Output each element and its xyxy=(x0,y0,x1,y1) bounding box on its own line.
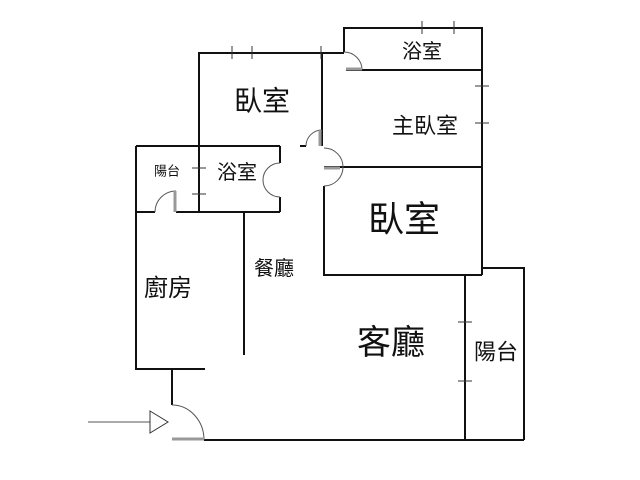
door-swing-icon xyxy=(262,162,281,198)
doors xyxy=(154,51,363,441)
room-label-bedroom-1: 臥室 xyxy=(234,85,290,118)
door-swing-icon xyxy=(154,190,177,213)
room-label-bathroom-small: 浴室 xyxy=(217,160,257,184)
window-marks xyxy=(192,21,489,382)
room-label-living-room: 客廳 xyxy=(357,323,425,363)
walls xyxy=(135,27,525,441)
door-swing-icon xyxy=(323,147,344,187)
room-label-kitchen: 廚房 xyxy=(144,274,192,302)
room-label-bathroom-top: 浴室 xyxy=(402,39,442,63)
room-label-dining-room: 餐廳 xyxy=(254,256,294,280)
entrance-arrow-icon xyxy=(88,410,169,434)
room-label-master-bedroom: 主臥室 xyxy=(392,115,458,140)
door-swing-icon xyxy=(343,51,363,71)
room-label-balcony-right: 陽台 xyxy=(474,341,518,366)
door-swing-icon xyxy=(171,404,205,441)
room-label-bedroom-2: 臥室 xyxy=(368,200,440,241)
room-label-balcony-small: 陽台 xyxy=(154,165,180,180)
